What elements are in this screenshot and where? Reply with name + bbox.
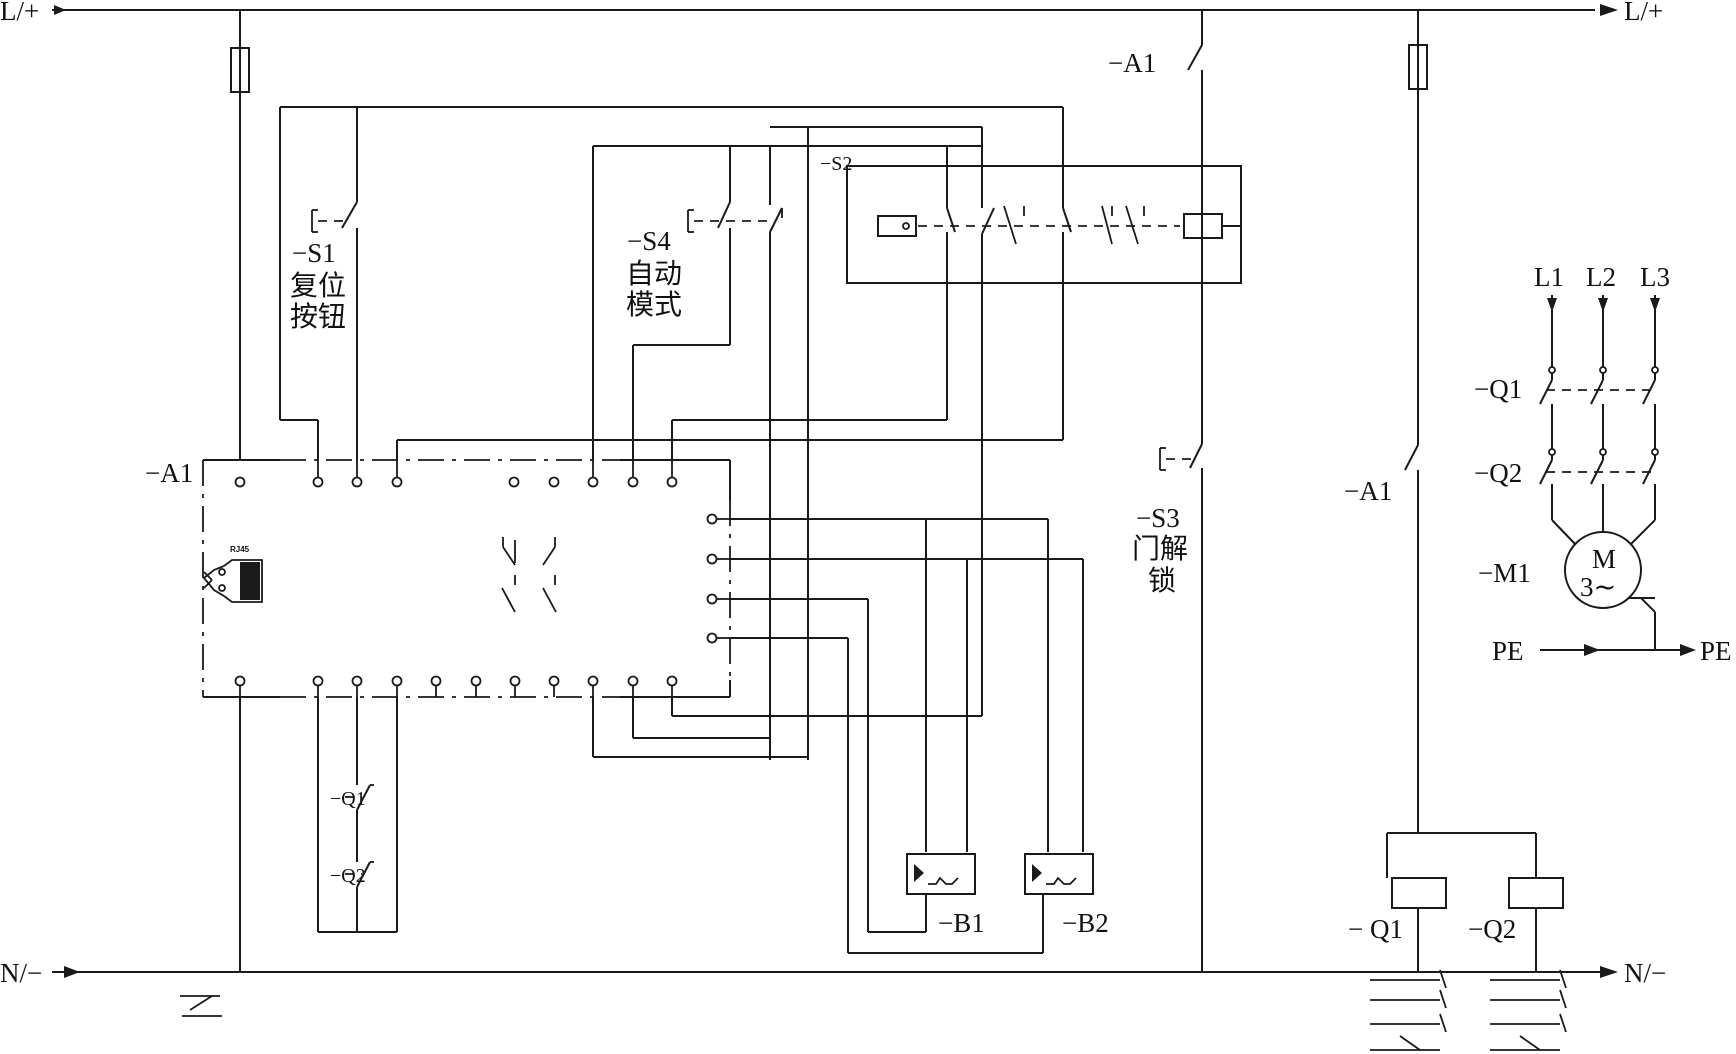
s4-desc-2: 模式 — [626, 288, 682, 321]
module-right-terminals — [706, 513, 718, 644]
rail-label-top-left: L/+ — [0, 0, 39, 26]
sensor-b2-icon — [1024, 853, 1094, 895]
s1-desc-1: 复位 — [290, 269, 346, 302]
b1-label: −B1 — [938, 908, 985, 938]
phase-l1-label: L1 — [1534, 262, 1564, 292]
module-bottom-terminals — [234, 675, 678, 687]
rj45-port-icon — [202, 559, 263, 603]
rj45-label: RJ45 — [230, 545, 250, 554]
q1-coil-label: − Q1 — [1348, 914, 1403, 944]
rail-label-bottom-left: N/− — [0, 958, 42, 988]
pe-left-label: PE — [1492, 636, 1524, 666]
contactor-coil-branch — [1386, 10, 1564, 972]
q1-q2-aux-contacts — [317, 697, 398, 933]
q1-contact-symbols — [1370, 969, 1447, 1051]
module-timing-symbol — [180, 995, 222, 1017]
s2-tag: −S2 — [820, 153, 852, 175]
s1-tag: −S1 — [292, 238, 336, 268]
s4-auto-mode-switch — [592, 145, 982, 760]
s1-reset-button — [279, 106, 1063, 460]
sensor-wiring — [730, 518, 1084, 954]
terminal-stubs — [239, 460, 730, 697]
safety-module — [202, 459, 731, 698]
q2-aux-label: −Q2 — [330, 865, 366, 887]
s2-return-wires — [396, 419, 1063, 460]
rail-l-plus — [52, 4, 1618, 16]
rail-label-top-right: L/+ — [1624, 0, 1663, 26]
q2-contact-symbols — [1490, 969, 1567, 1051]
s1-desc-2: 按钮 — [290, 300, 346, 333]
motor-circuit — [1539, 295, 1696, 656]
fuse-left — [230, 10, 250, 460]
module-internal-contacts — [501, 537, 557, 613]
module-bottom-loops — [592, 697, 983, 760]
sensor-b1-icon — [906, 853, 976, 895]
motor-q2-label: −Q2 — [1474, 458, 1522, 488]
s4-desc-1: 自动 — [626, 257, 682, 290]
module-label: −A1 — [145, 458, 193, 488]
motor-m1-label: −M1 — [1478, 558, 1531, 588]
s4-tag: −S4 — [627, 226, 671, 256]
phase-l2-label: L2 — [1586, 262, 1616, 292]
s3-desc-2: 锁 — [1148, 564, 1176, 597]
s3-tag: −S3 — [1136, 503, 1180, 533]
rail-n-minus — [52, 966, 1618, 978]
a1-contact-top-label: −A1 — [1108, 48, 1156, 78]
rail-label-bottom-right: N/− — [1624, 958, 1666, 988]
a1-contact-right-label: −A1 — [1344, 476, 1392, 506]
q1-aux-label: −Q1 — [330, 788, 366, 810]
phase-l3-label: L3 — [1640, 262, 1670, 292]
q2-coil-label: −Q2 — [1468, 914, 1516, 944]
pe-right-label: PE — [1700, 636, 1732, 666]
s2-door-switch-assembly — [770, 107, 1242, 760]
s3-desc-1: 门解 — [1132, 532, 1188, 565]
b2-label: −B2 — [1062, 908, 1109, 938]
motor-q1-label: −Q1 — [1474, 374, 1522, 404]
motor-phases: 3∼ — [1580, 572, 1616, 602]
motor-symbol: M — [1592, 544, 1616, 574]
module-top-terminals — [234, 476, 678, 488]
a1-door-unlock-branch — [1159, 10, 1203, 972]
